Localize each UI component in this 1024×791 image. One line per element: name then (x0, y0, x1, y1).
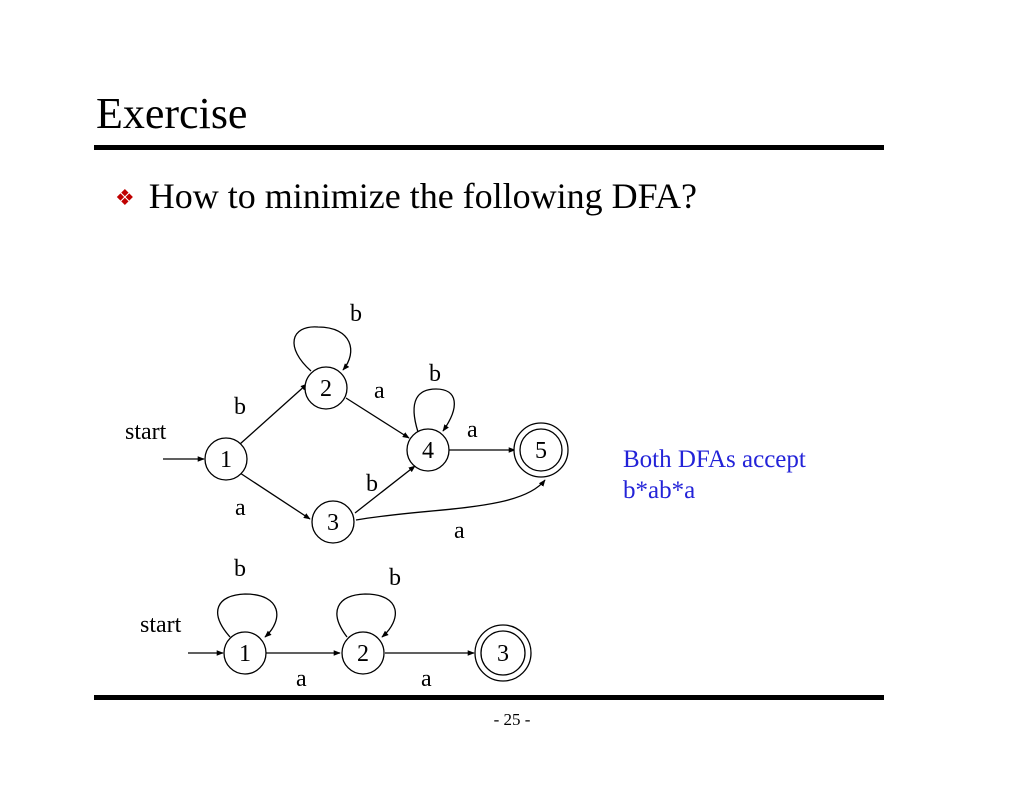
dfa1-state-5-label: 5 (535, 438, 547, 464)
dfa1-edge-1-2 (239, 383, 308, 445)
dfa1-state-5-outer (513, 422, 569, 478)
dfa1-edge-3-4 (354, 465, 416, 514)
title-rule (94, 145, 884, 150)
dfa2-edge-2-3-label: a (421, 666, 432, 692)
dfa1-edge-1-3-label: a (235, 495, 246, 521)
slide-title: Exercise (96, 89, 248, 138)
dfa2-state-3-inner (480, 630, 526, 676)
dfa1-edge-3-5 (355, 479, 546, 521)
note-line-1: Both DFAs accept (623, 446, 806, 473)
original-dfa-labels: start 1 2 3 4 5 b a b a b a b a (125, 301, 547, 544)
dfa2-state-3-outer (474, 624, 532, 682)
dfa2-state-3-label: 3 (497, 641, 509, 667)
minimized-dfa (188, 593, 532, 682)
bullet-text: How to minimize the following DFA? (148, 176, 697, 216)
dfa1-state-3-label: 3 (327, 510, 339, 536)
dfa1-state-2 (304, 366, 348, 410)
note-line-2: b*ab*a (623, 477, 696, 504)
dfa2-loop-2-label: b (389, 565, 401, 591)
dfa1-edge-1-3 (239, 472, 311, 520)
dfa1-loop-4 (413, 388, 455, 433)
dfa2-state-2 (341, 631, 385, 675)
dfa1-loop-4-label: b (429, 361, 441, 387)
dfa1-loop-2-label: b (350, 301, 362, 327)
dfa2-state-1-label: 1 (239, 641, 251, 667)
dfa2-start-label: start (140, 612, 182, 638)
dfa1-loop-2 (293, 326, 352, 372)
dfa1-state-3 (311, 500, 355, 544)
dfa2-loop-1 (217, 593, 278, 638)
original-dfa (163, 326, 569, 544)
dfa1-edge-3-5-label: a (454, 518, 465, 544)
dfa1-edge-4-5-label: a (467, 417, 478, 443)
dfa1-state-4 (406, 428, 450, 472)
dfa1-edge-2-4-label: a (374, 378, 385, 404)
dfa1-state-4-label: 4 (422, 438, 434, 464)
dfa2-edge-1-2-label: a (296, 666, 307, 692)
dfa1-edge-1-2-label: b (234, 394, 246, 420)
dfa2-state-2-label: 2 (357, 641, 369, 667)
page-number: - 25 - (493, 710, 531, 729)
dfa1-state-5-inner (519, 428, 563, 472)
dfa1-state-2-label: 2 (320, 376, 332, 402)
dfa1-state-1 (204, 437, 248, 481)
dfa1-edge-3-4-label: b (366, 471, 378, 497)
dfa1-start-label: start (125, 419, 167, 445)
diamond-bullet-icon: ❖ (115, 185, 135, 210)
dfa2-loop-2 (336, 593, 396, 638)
footer-rule (94, 695, 884, 700)
bullet-item: ❖ How to minimize the following DFA? (115, 178, 697, 214)
dfa2-state-1 (223, 631, 267, 675)
dfa2-loop-1-label: b (234, 556, 246, 582)
dfa1-edge-2-4 (345, 397, 410, 439)
dfa1-state-1-label: 1 (220, 447, 232, 473)
minimized-dfa-labels: start 1 2 3 b a b a (140, 556, 509, 692)
acceptance-note: Both DFAs accept b*ab*a (623, 444, 806, 506)
